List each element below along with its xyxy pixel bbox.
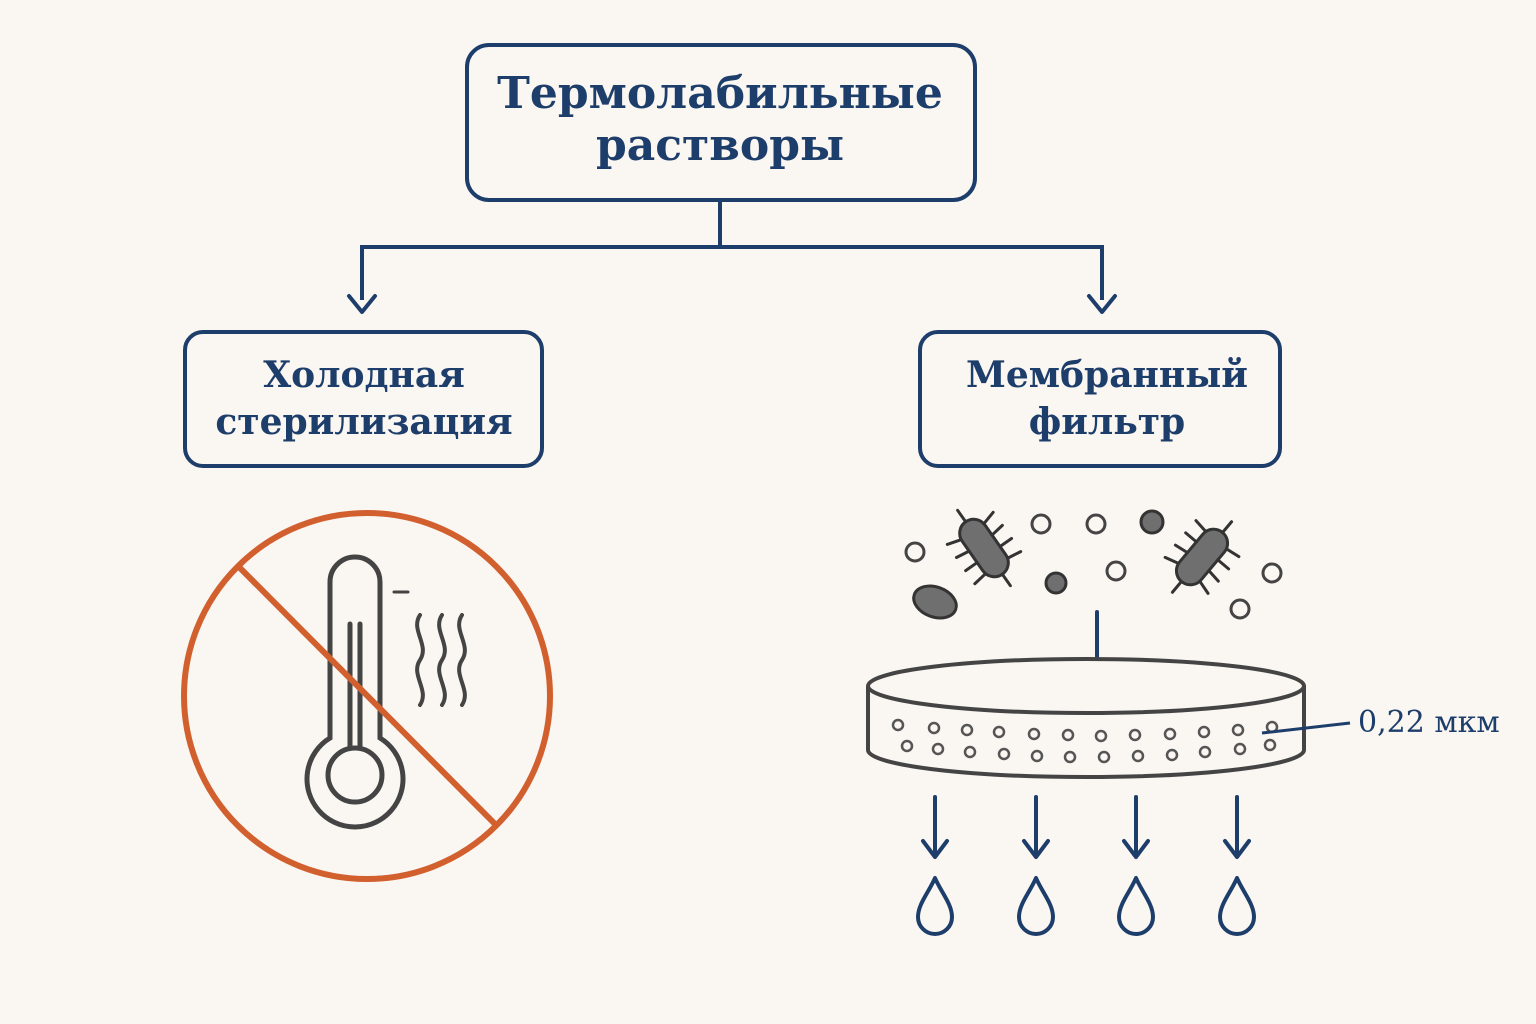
thermometer-icon	[304, 554, 410, 830]
particle-icon	[1044, 509, 1165, 595]
cold-sterilization-node: Холодная стерилизация	[183, 330, 544, 468]
outflow-arrow-icon	[1022, 795, 1050, 859]
outflow-arrow-icon	[921, 795, 949, 859]
droplet-icon	[1017, 876, 1055, 936]
bacteria-icon	[1163, 519, 1241, 595]
bacteria-icon	[912, 584, 958, 620]
droplet-icon	[916, 876, 954, 936]
arrow-right-icon	[1087, 294, 1117, 314]
droplet-icon	[1117, 876, 1155, 936]
left-title-line1: Холодная	[263, 354, 465, 396]
right-title-line1: Мембранный	[966, 354, 1248, 396]
right-title-line2: фильтр	[1029, 401, 1185, 443]
membrane-filter-icon	[866, 657, 1306, 779]
heat-waves-icon	[415, 613, 467, 707]
pore-size-label: 0,22 мкм	[1358, 705, 1500, 740]
outflow-arrow-icon	[1122, 795, 1150, 859]
outflow-arrows	[921, 795, 1251, 859]
particle-icon	[904, 513, 1283, 620]
droplets	[916, 876, 1256, 936]
pore-size-callout: 0,22 мкм	[1261, 705, 1500, 740]
no-heat-icon	[181, 510, 553, 882]
arrow-left-icon	[347, 294, 377, 314]
prohibition-sign-icon	[181, 510, 553, 882]
bacteria-icon	[945, 508, 1023, 588]
contaminants	[904, 508, 1283, 620]
root-title-line2: растворы	[596, 120, 844, 171]
membrane-filter-node: Мембранный фильтр	[918, 330, 1282, 468]
connector-lines	[360, 200, 1104, 300]
root-node: Термолабильные растворы	[465, 43, 977, 202]
droplet-icon	[1218, 876, 1256, 936]
root-title-line1: Термолабильные	[497, 68, 943, 119]
left-title-line2: стерилизация	[215, 401, 512, 443]
outflow-arrow-icon	[1223, 795, 1251, 859]
